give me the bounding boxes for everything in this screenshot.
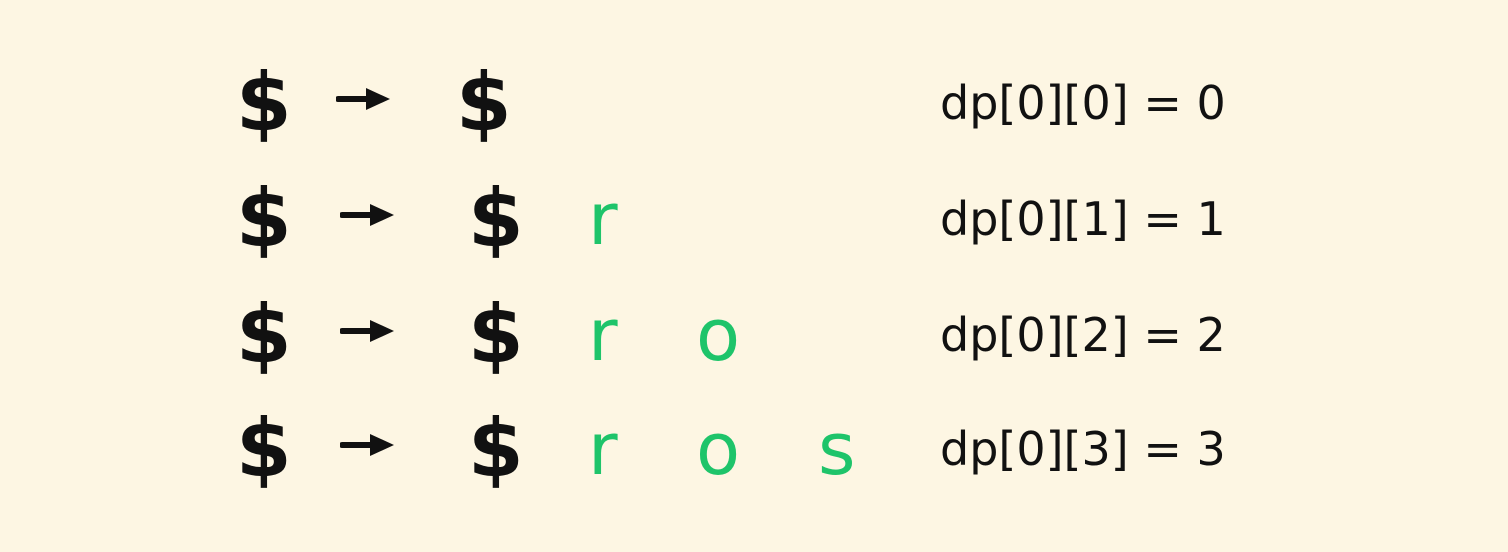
arrow-right-icon [340,204,394,226]
dp-formula: dp[0][3] = 3 [940,422,1226,476]
arrow-right-icon [336,88,390,110]
target-symbol: $ [468,288,524,381]
dp-formula: dp[0][0] = 0 [940,76,1226,130]
inserted-char: r [588,407,618,491]
target-symbol: $ [468,402,524,495]
target-symbol: $ [468,172,524,265]
inserted-char: r [588,177,618,261]
dp-row: $ $ r dp[0][1] = 1 [0,164,1508,274]
source-symbol: $ [236,56,292,149]
target-symbol: $ [456,56,512,149]
dp-formula: dp[0][2] = 2 [940,308,1226,362]
source-symbol: $ [236,402,292,495]
inserted-char: s [818,407,856,491]
dp-formula: dp[0][1] = 1 [940,192,1226,246]
arrow-right-icon [340,434,394,456]
inserted-char: o [696,293,741,377]
inserted-char: o [696,407,741,491]
inserted-char: r [588,293,618,377]
dp-row: $ $ dp[0][0] = 0 [0,48,1508,158]
arrow-right-icon [340,320,394,342]
source-symbol: $ [236,172,292,265]
source-symbol: $ [236,288,292,381]
